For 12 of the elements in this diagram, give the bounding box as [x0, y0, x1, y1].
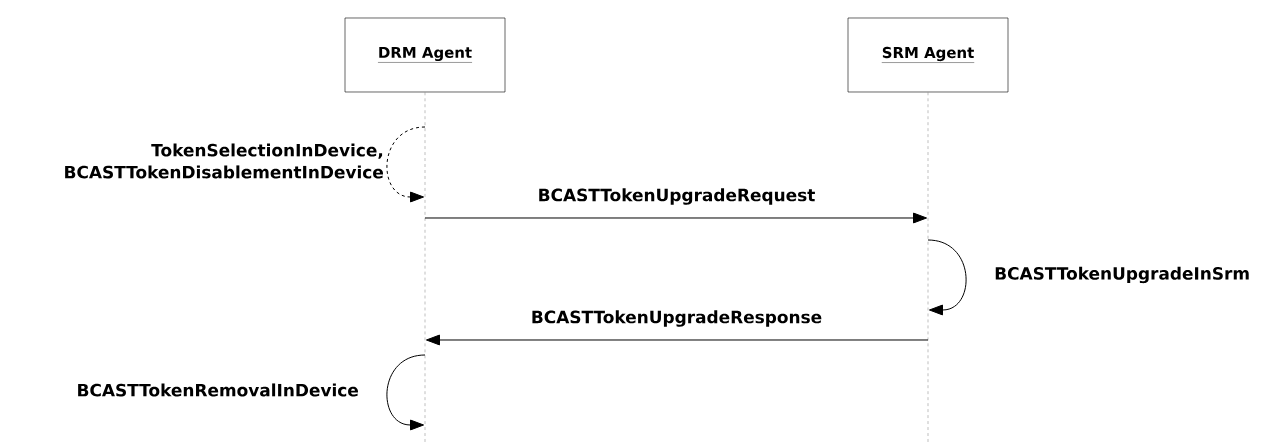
message-arrow: [424, 212, 928, 224]
message-label: BCASTTokenRemovalInDevice: [78, 383, 358, 397]
message-label: BCASTTokenUpgradeResponse: [532, 310, 822, 327]
message-arrow: [386, 126, 426, 203]
message-label: BCASTTokenUpgradeInSrm: [995, 266, 1249, 284]
message-arrow: [386, 354, 426, 431]
participant-box: DRM Agent: [344, 17, 506, 93]
message-label: TokenSelectionInDevice, BCASTTokenDisablementInDevice: [65, 143, 383, 179]
message-arrow: [927, 239, 967, 316]
participant-box: SRM Agent: [847, 17, 1009, 93]
message-arrow: [425, 334, 929, 346]
message-label: BCASTTokenUpgradeRequest: [539, 188, 815, 205]
